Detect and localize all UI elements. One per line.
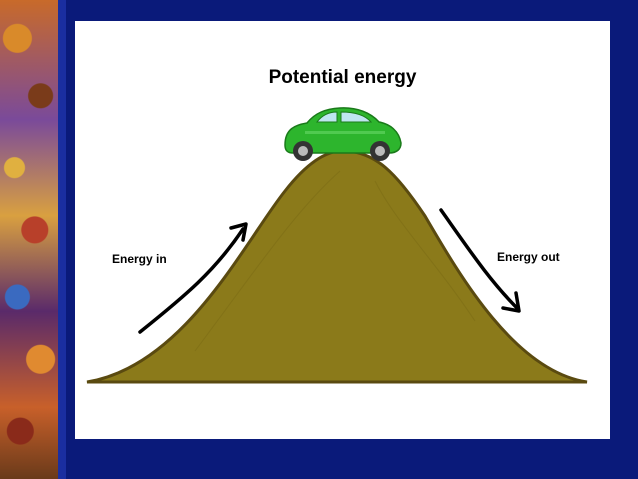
green-car-icon (284, 107, 402, 161)
hill-shape (86, 149, 588, 384)
arrow-in-icon (138, 222, 248, 334)
side-panel-edge (58, 0, 66, 479)
decorative-side-panel (0, 0, 58, 479)
bottom-band (66, 446, 638, 479)
energy-in-label: Energy in (112, 252, 167, 266)
potential-energy-diagram (86, 107, 588, 384)
slide-title: Potential energy (268, 67, 417, 88)
slide-canvas: Potential energy Energy in Energy out (75, 21, 610, 439)
arrow-out-icon (439, 208, 521, 313)
hill-texture (194, 170, 476, 352)
energy-out-label: Energy out (497, 250, 560, 264)
